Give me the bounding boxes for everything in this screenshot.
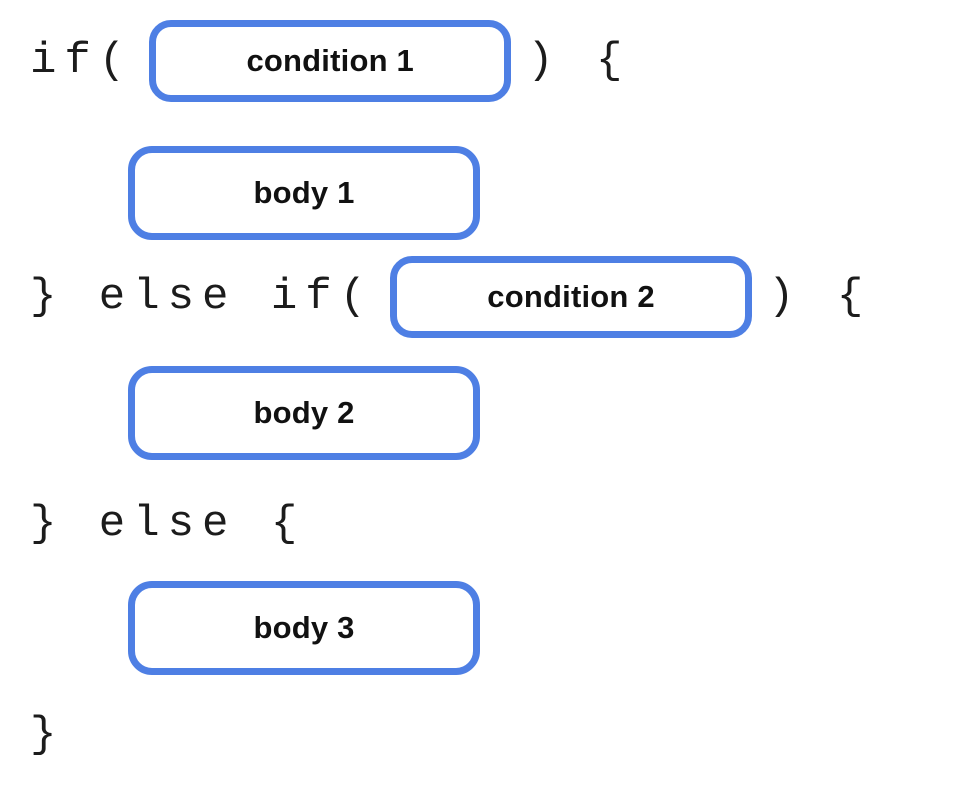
body-1-line: body 1 — [128, 146, 980, 240]
condition-2-label: condition 2 — [487, 279, 655, 314]
body-3-label: body 3 — [253, 609, 355, 645]
code-text-else-if-open: } else if( — [30, 271, 375, 322]
code-line-else-if: } else if( condition 2 ) { — [30, 256, 980, 338]
code-text-else: } else { — [30, 499, 306, 549]
code-line-closing-brace: } — [30, 709, 980, 762]
code-text-if-open: if( — [30, 35, 134, 86]
condition-1-slot[interactable]: condition 1 — [149, 20, 512, 102]
body-1-slot[interactable]: body 1 — [128, 146, 480, 240]
body-2-label: body 2 — [253, 395, 355, 430]
code-text-closing-brace: } — [30, 709, 65, 760]
body-3-slot[interactable]: body 3 — [128, 580, 480, 675]
code-text-if-close: ) { — [527, 35, 631, 86]
code-line-if: if( condition 1 ) { — [30, 20, 980, 102]
body-2-line: body 2 — [128, 366, 980, 460]
condition-1-label: condition 1 — [246, 43, 414, 78]
body-3-line: body 3 — [128, 580, 980, 675]
code-text-else-if-close: ) { — [768, 271, 872, 322]
body-1-label: body 1 — [253, 175, 355, 210]
condition-2-slot[interactable]: condition 2 — [390, 256, 753, 338]
if-else-structure-diagram: if( condition 1 ) { body 1 } else if( co… — [0, 20, 980, 812]
body-2-slot[interactable]: body 2 — [128, 366, 480, 460]
code-line-else: } else { — [30, 498, 980, 551]
